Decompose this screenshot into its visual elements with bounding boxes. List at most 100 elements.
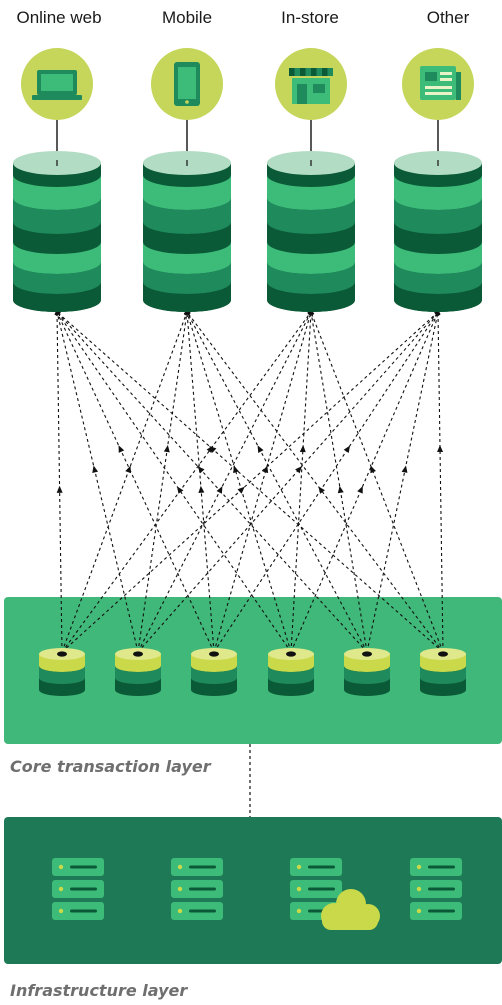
arrow-core4-channel2 xyxy=(185,309,292,653)
stack-band xyxy=(267,262,355,294)
node-port xyxy=(362,651,372,657)
database-stack xyxy=(13,151,101,312)
node-port xyxy=(209,651,219,657)
database-stack xyxy=(143,151,231,312)
arrow-core1-channel2 xyxy=(61,309,189,653)
infrastructure-servers xyxy=(52,858,462,930)
arrow-core4-channel3 xyxy=(290,309,314,653)
server-led xyxy=(58,908,64,914)
stack-band xyxy=(143,262,231,294)
stack-band xyxy=(394,242,482,274)
arrow-core6-channel4 xyxy=(435,309,444,653)
server-slot xyxy=(189,909,216,913)
channel-4 xyxy=(394,48,482,312)
stack-band xyxy=(394,198,482,234)
arrow-mid-head xyxy=(401,465,408,473)
server-slot xyxy=(428,909,455,913)
arrow-mid-head xyxy=(125,465,131,474)
core-transaction-layer xyxy=(4,597,502,744)
arrow-mid-head xyxy=(163,445,170,453)
arrow-mid-head xyxy=(370,465,376,474)
stack-band xyxy=(13,175,101,210)
stack-band xyxy=(267,175,355,210)
channel-label-other: Other xyxy=(426,8,470,27)
node-port xyxy=(133,651,143,657)
core-node-2 xyxy=(115,648,161,696)
arrow-core4-channel4 xyxy=(290,309,440,653)
connection-arrows xyxy=(54,309,444,653)
server-led xyxy=(416,908,422,914)
stack-band xyxy=(13,282,101,312)
server-slot xyxy=(189,887,216,891)
arrow-core6-channel3 xyxy=(309,309,444,653)
arrow-mid-head xyxy=(92,465,99,473)
server-slot xyxy=(70,909,97,913)
arrow-mid-head xyxy=(357,486,363,494)
server-led xyxy=(296,864,302,870)
arrow-mid-head xyxy=(209,446,217,453)
server-led xyxy=(177,908,183,914)
server-slot xyxy=(428,887,455,891)
arrow-mid-head xyxy=(318,486,325,494)
arrow-core1-channel1 xyxy=(54,309,63,653)
arrow-mid-head xyxy=(197,466,205,474)
arrow-core4-channel1 xyxy=(55,309,292,653)
stack-band xyxy=(143,222,231,254)
arrow-mid-head xyxy=(118,445,125,453)
stack-band xyxy=(13,222,101,254)
server-led xyxy=(177,864,183,870)
arrow-mid-head xyxy=(176,486,184,494)
arrow-core6-channel1 xyxy=(54,310,444,653)
stack-band xyxy=(394,262,482,294)
stack-band xyxy=(267,222,355,254)
infrastructure-layer xyxy=(4,817,502,964)
node-band xyxy=(115,666,161,684)
database-stack xyxy=(267,151,355,312)
cloud-icon xyxy=(321,889,380,930)
newspaper-icon xyxy=(420,66,461,100)
arrow-mid-head xyxy=(56,485,63,493)
core-node-1 xyxy=(39,648,85,696)
node-band xyxy=(268,666,314,684)
channel-1 xyxy=(13,48,101,312)
node-port xyxy=(57,651,67,657)
arrow-core1-channel4 xyxy=(61,310,441,653)
server-icon-4 xyxy=(410,858,462,920)
arrow-mid-head xyxy=(343,445,351,453)
core-node-6 xyxy=(420,648,466,696)
arrow-mid-head xyxy=(262,465,269,474)
server-led xyxy=(58,864,64,870)
stack-band xyxy=(267,242,355,274)
server-led xyxy=(296,908,302,914)
channel-stacks xyxy=(13,48,482,312)
stack-band xyxy=(394,222,482,254)
core-node-5 xyxy=(344,648,390,696)
arrow-mid-head xyxy=(257,445,264,453)
server-slot xyxy=(189,865,216,869)
arrow-core5-channel4 xyxy=(366,309,441,653)
arrow-core1-channel3 xyxy=(61,309,313,653)
server-icon-1 xyxy=(52,858,104,920)
server-led xyxy=(177,886,183,892)
server-slot xyxy=(308,865,335,869)
stack-band xyxy=(13,242,101,274)
stack-band xyxy=(143,175,231,210)
node-band xyxy=(420,666,466,684)
arrow-mid-head xyxy=(295,466,302,474)
arrow-mid-head xyxy=(198,485,205,494)
stack-band xyxy=(394,282,482,312)
server-led xyxy=(58,886,64,892)
stack-band xyxy=(143,282,231,312)
arrow-mid-head xyxy=(337,485,344,494)
server-slot xyxy=(70,865,97,869)
server-slot xyxy=(428,865,455,869)
core-node-4 xyxy=(268,648,314,696)
stack-band xyxy=(267,198,355,234)
channel-2 xyxy=(143,48,231,312)
arrow-core3-channel1 xyxy=(55,309,215,653)
node-band xyxy=(39,666,85,684)
server-icon-2 xyxy=(171,858,223,920)
arrow-core3-channel3 xyxy=(213,309,313,653)
server-led xyxy=(416,886,422,892)
